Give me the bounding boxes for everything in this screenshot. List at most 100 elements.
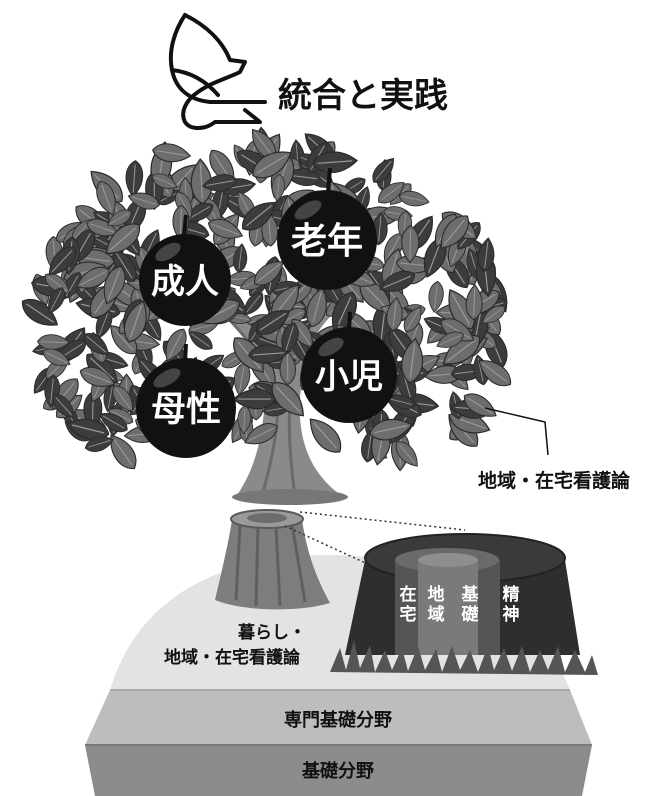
leaf-vein: [101, 184, 112, 212]
leaf-vein: [102, 415, 125, 429]
canopy-callout: 地域・在宅看護論: [478, 407, 631, 492]
leaf-vein: [206, 180, 234, 186]
leaf: [207, 218, 244, 239]
fruit-maternal-label: 母性: [151, 390, 221, 430]
leaf: [96, 180, 116, 216]
leaf-vein: [443, 219, 465, 246]
leaf-vein: [467, 397, 493, 414]
leaf-vein: [451, 293, 470, 325]
leaf-vein: [154, 176, 175, 187]
leaf-vein: [336, 296, 352, 329]
leaf-vein: [83, 371, 111, 384]
leaf-vein: [80, 271, 106, 286]
leaf-vein: [51, 250, 73, 273]
stump-left-label-line1: 暮らし・: [237, 622, 306, 643]
leaf-vein: [212, 223, 239, 235]
leaf: [123, 300, 147, 343]
large-stump: [330, 533, 598, 675]
leaf-vein: [390, 398, 412, 405]
leaf: [84, 436, 115, 452]
leaf-vein: [88, 440, 111, 448]
leaf-vein: [275, 288, 297, 315]
leaf-vein: [168, 332, 183, 358]
leaf-vein: [199, 164, 203, 199]
leaf-vein: [482, 362, 508, 383]
leaf-vein: [317, 160, 353, 164]
leaf-vein: [313, 422, 337, 449]
leaf-vein: [72, 424, 105, 434]
leaf-vein: [363, 284, 389, 311]
leaf-vein: [239, 366, 245, 392]
leaf-vein: [386, 236, 400, 260]
leaf-vein: [444, 322, 471, 339]
ground-layer-specialized-label: 専門基礎分野: [284, 709, 392, 731]
leaf-vein: [188, 206, 211, 220]
leaf-vein: [285, 326, 294, 352]
leaf-vein: [378, 215, 382, 242]
leaf-vein: [113, 328, 134, 351]
leaf-vein: [402, 196, 426, 202]
leaf-vein: [246, 205, 272, 227]
leaf-vein: [107, 387, 113, 409]
leaf-vein: [484, 308, 503, 322]
leaf-vein: [256, 154, 287, 174]
canopy-callout-label: 地域・在宅看護論: [478, 469, 631, 492]
leaf-vein: [447, 339, 476, 362]
fruit-elderly: 老年: [277, 167, 377, 290]
leaf-vein: [473, 288, 476, 316]
leaf-vein: [110, 410, 131, 422]
leaf-vein: [45, 352, 68, 364]
leaf-vein: [254, 132, 273, 156]
leaf: [423, 237, 447, 278]
leaf-vein: [98, 313, 109, 336]
leaf-vein: [109, 227, 136, 251]
leaf-vein: [268, 215, 272, 243]
fruit-adult-label: 成人: [151, 262, 219, 302]
leaf-vein: [156, 150, 187, 156]
leaf-vein: [259, 312, 286, 331]
stump-label-kiso-1: 基: [461, 584, 480, 605]
leaf-vein: [50, 378, 54, 404]
stump-label-kiso-2: 礎: [462, 604, 480, 625]
leaf-vein: [25, 303, 54, 323]
leaf-vein: [115, 252, 133, 279]
fruit-adult: 成人: [139, 214, 231, 326]
leaf-vein: [312, 292, 322, 323]
leaf-vein: [41, 341, 66, 343]
leaf-vein: [115, 388, 131, 409]
ground-layer-basic-label: 基礎分野: [301, 760, 374, 782]
leaf-vein: [55, 397, 72, 416]
leaf-vein: [381, 184, 402, 201]
leaf-vein: [367, 432, 372, 459]
leaf-vein: [380, 307, 386, 342]
diagram-title: 統合と実践: [278, 76, 448, 116]
leaf: [379, 270, 416, 292]
leaf: [79, 366, 116, 387]
leaf-vein: [409, 343, 416, 379]
leaf-vein: [248, 427, 274, 442]
leaf: [103, 265, 126, 305]
leaf-vein: [428, 242, 441, 273]
fruit-pediatric-label: 小児: [315, 357, 383, 397]
leaf-vein: [47, 276, 68, 292]
leaf: [127, 192, 160, 210]
leaf-vein: [191, 333, 210, 347]
leaf-vein: [132, 164, 136, 193]
fruit-pediatric: 小児: [301, 311, 397, 423]
leaf-vein: [90, 223, 115, 233]
stump-label-zaitaku-2: 宅: [400, 604, 417, 625]
leaf-vein: [191, 323, 216, 331]
leaf-vein: [434, 284, 438, 309]
leaf-vein: [90, 357, 115, 381]
leaf-vein: [243, 408, 246, 431]
leaf-vein: [277, 177, 280, 199]
leaf-vein: [50, 290, 62, 311]
leaf-vein: [179, 209, 182, 237]
leaf-vein: [406, 309, 420, 330]
leaf-vein: [107, 270, 120, 300]
small-stump: [215, 509, 330, 610]
leaf-vein: [398, 444, 416, 464]
leaf-vein: [109, 212, 129, 225]
leaf-vein: [383, 275, 412, 289]
stump-label-zaitaku-1: 在: [400, 584, 417, 605]
